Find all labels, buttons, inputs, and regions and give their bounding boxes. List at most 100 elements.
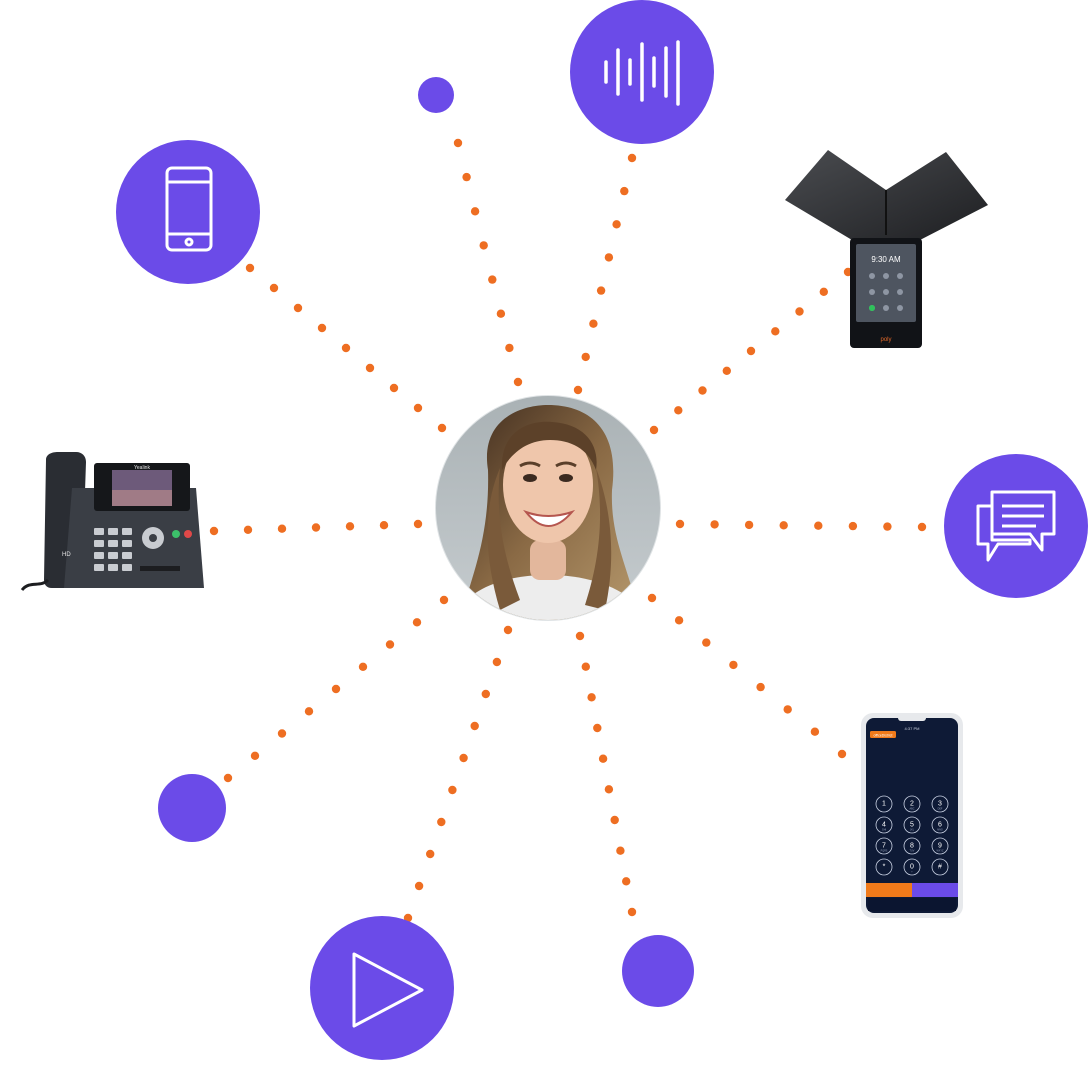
desk-phone-device: Yealink HD	[20, 452, 204, 592]
connector-dot	[616, 846, 625, 855]
connector-dot	[293, 303, 303, 313]
connector-dot	[304, 707, 314, 716]
connector-dot	[729, 660, 738, 670]
keypad-key-letters: MNO	[937, 829, 943, 832]
connector-dot	[610, 815, 619, 825]
connector-dot	[365, 363, 375, 373]
play-node	[310, 916, 454, 1060]
connector-dot	[627, 153, 637, 163]
connector-dot	[269, 283, 279, 293]
softphone-status-time: 4:37 PM	[905, 726, 920, 731]
keypad-key-letters: GHI	[882, 829, 887, 832]
connector-dot	[459, 753, 468, 763]
connector-dot	[470, 721, 479, 731]
connector-dot	[413, 403, 423, 413]
connector-dot	[470, 207, 480, 216]
keypad-key-ring	[931, 816, 949, 834]
connector-dot	[883, 522, 892, 531]
keypad-key: 1	[882, 801, 886, 808]
connector-dot	[479, 241, 488, 250]
connector-dot	[341, 343, 351, 353]
keypad-key: 0	[910, 864, 914, 871]
connector-dot	[385, 640, 395, 649]
connector-dot	[573, 385, 583, 395]
keypad-key: 8	[910, 843, 914, 850]
mobile-phone-icon	[165, 166, 213, 252]
connector-dot	[488, 275, 497, 284]
keypad-key-letters: ABC	[910, 808, 915, 811]
connector-dot	[481, 689, 490, 699]
connector-dot	[783, 705, 792, 714]
keypad-key: 7	[882, 843, 886, 850]
connector-lines	[209, 138, 927, 923]
connector-dot	[505, 343, 514, 353]
connector-dot	[722, 366, 731, 375]
connector-dot	[389, 383, 399, 393]
connector-dot	[795, 307, 804, 316]
connector-dot	[744, 520, 754, 530]
connector-dot	[620, 186, 629, 196]
sound-wave-icon	[604, 40, 680, 106]
connector-dot	[604, 785, 614, 794]
connector-dot	[810, 727, 820, 736]
connector-dot	[622, 877, 631, 886]
conference-brand-label: poly	[880, 337, 891, 343]
connector-dot	[596, 286, 606, 295]
connector-dot	[412, 618, 422, 627]
keypad-key: *	[883, 864, 886, 871]
keypad-key-ring	[931, 837, 949, 855]
connector-dot	[598, 754, 608, 763]
keypad-key-letters: DEF	[938, 808, 943, 811]
connector-dot	[245, 263, 255, 273]
connector-dot	[702, 638, 711, 647]
sound-wave-node	[570, 0, 714, 144]
connector-dot	[437, 423, 447, 433]
keypad-key-ring	[875, 837, 893, 855]
connector-dot	[612, 220, 621, 229]
keypad-key: 5	[910, 822, 914, 829]
small-dot-node-top	[418, 77, 454, 113]
keypad-key-ring	[931, 795, 949, 813]
keypad-key: 3	[938, 801, 942, 808]
connector-dot	[437, 817, 446, 827]
keypad-key-ring	[903, 858, 921, 876]
connector-dot	[277, 524, 287, 533]
conference-phone-device: 9:30 AM poly	[785, 150, 988, 348]
connector-dot	[779, 521, 788, 530]
keypad-key-ring	[903, 837, 921, 855]
connector-dot	[674, 406, 683, 415]
connector-dot	[814, 521, 823, 530]
connector-dot	[317, 323, 327, 333]
connector-dot	[496, 309, 506, 318]
keypad-key: #	[938, 864, 942, 871]
connector-dot	[581, 662, 590, 671]
keypad-key-ring	[875, 795, 893, 813]
connector-dot	[698, 386, 707, 395]
connector-dot	[649, 425, 659, 435]
keypad-key-letters: JKL	[910, 829, 915, 832]
connector-dot	[358, 662, 368, 671]
connector-dot	[819, 287, 828, 296]
connector-dot	[589, 319, 598, 328]
keypad-key-letters: +	[911, 871, 913, 874]
connector-dot	[462, 172, 471, 182]
connector-dot	[243, 525, 253, 534]
connector-dot	[453, 138, 463, 148]
connector-dot	[277, 729, 287, 738]
small-dot-node-bottom-left	[158, 774, 226, 842]
connector-dot	[710, 520, 719, 529]
keypad-key-letters: TUV	[910, 850, 915, 853]
connector-dot	[223, 773, 233, 783]
connector-dot	[575, 631, 585, 641]
connector-dot	[675, 519, 685, 529]
connector-dot	[587, 693, 596, 702]
connector-dot	[492, 657, 502, 667]
chat-node	[944, 454, 1088, 598]
softphone-brand-chip: officeDistrict	[874, 734, 893, 738]
desk-phone-hd-badge: HD	[62, 552, 71, 558]
connector-dot	[581, 352, 590, 362]
keypad-key: 4	[882, 822, 886, 829]
keypad-key-letters: PQRS	[881, 850, 888, 853]
connector-dot	[331, 684, 341, 694]
connector-dot	[647, 593, 657, 603]
